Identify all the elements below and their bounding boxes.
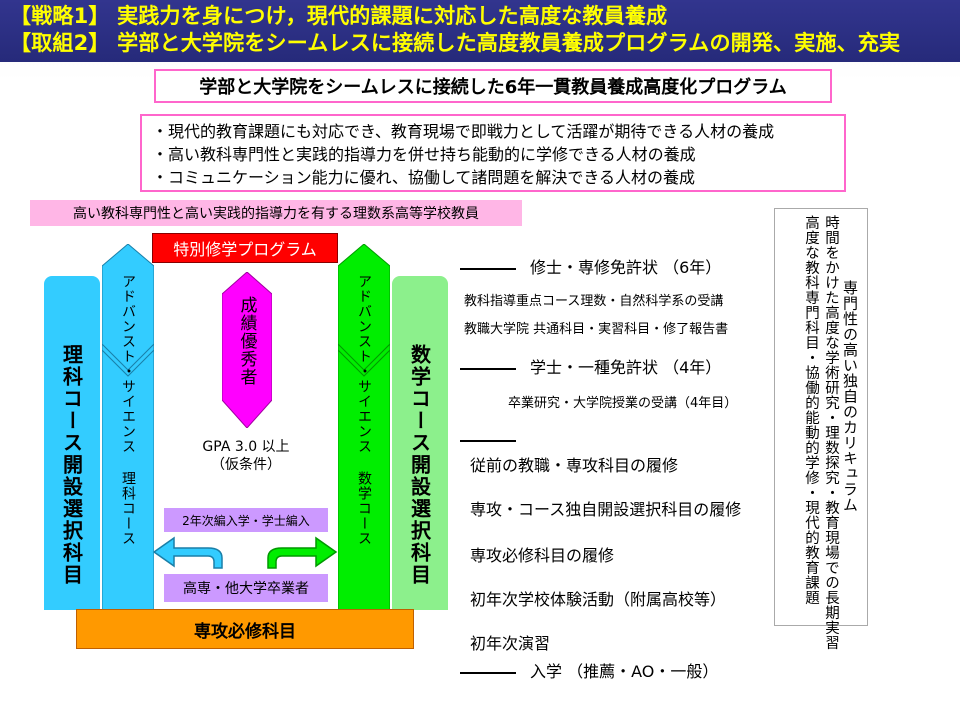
stage-bachelor: 学士・一種免許状 （4年） bbox=[460, 354, 721, 378]
curriculum-line-1: 時間をかけた高度な学術研究・理数探究・教育現場での長期実習 bbox=[823, 215, 839, 650]
timeline-dash bbox=[460, 267, 516, 270]
excellent-students-label: 成績優秀者 bbox=[236, 296, 257, 386]
stage-master-note-1: 教科指導重点コース理数・自然科学系の受講 bbox=[464, 294, 724, 309]
step-required-courses: 専攻必修科目の履修 bbox=[470, 546, 615, 565]
timeline-dash-row bbox=[460, 430, 530, 449]
curriculum-box: 時間をかけた高度な学術研究・理数探究・教育現場での長期実習 高度な教科専門科目・… bbox=[774, 208, 868, 650]
timeline-dash bbox=[460, 671, 516, 674]
advanced-science-label: アドバンスト・サイエンス 理科コース bbox=[120, 274, 136, 546]
stage-master-label: 修士・専修免許状 （6年） bbox=[530, 258, 722, 277]
goal-item: ・コミュニケーション能力に優れ、協働して諸問題を解決できる人材の養成 bbox=[152, 168, 696, 187]
math-course-column: 数学コース開設選択科目 bbox=[392, 276, 448, 610]
target-teacher-band: 高い教科専門性と高い実践的指導力を有する理数系高等学校教員 bbox=[30, 200, 522, 226]
step-school-experience: 初年次学校体験活動（附属高校等） bbox=[470, 590, 727, 609]
stage-master: 修士・専修免許状 （6年） bbox=[460, 254, 721, 278]
science-course-column: 理科コース開設選択科目 bbox=[44, 276, 100, 610]
science-course-label: 理科コース開設選択科目 bbox=[59, 344, 84, 586]
timeline-dash bbox=[460, 367, 516, 370]
excellent-students-arrow: 成績優秀者 bbox=[222, 272, 272, 428]
goal-item: ・高い教科専門性と実践的指導力を併せ持ち能動的に学修できる人材の養成 bbox=[152, 145, 696, 164]
stage-bachelor-label: 学士・一種免許状 （4年） bbox=[530, 358, 722, 377]
magenta-arrow-shape bbox=[222, 272, 272, 428]
special-program-box: 特別修学プログラム bbox=[152, 233, 338, 263]
goal-item: ・現代的教育課題にも対応でき、教育現場で即戦力として活躍が期待できる人材の養成 bbox=[152, 122, 775, 141]
graduates-transfer-box: 高専・他大学卒業者 bbox=[164, 574, 328, 602]
math-course-label: 数学コース開設選択科目 bbox=[407, 344, 432, 586]
curriculum-title: 専門性の高い独自のカリキュラム bbox=[841, 280, 859, 513]
advanced-science-arrow: アドバンスト・サイエンス 理科コース bbox=[102, 244, 154, 610]
gpa-condition: GPA 3.0 以上 （仮条件） bbox=[192, 438, 300, 474]
stage-bachelor-note: 卒業研究・大学院授業の受講（4年目） bbox=[508, 396, 738, 411]
stage-entry: 入学 （推薦・AO・一般） bbox=[460, 658, 718, 682]
stage-entry-label: 入学 （推薦・AO・一般） bbox=[530, 662, 719, 681]
slide-header: 【戦略1】 実践力を身につけ，現代的課題に対応した高度な教員養成 【取組2】 学… bbox=[0, 0, 960, 62]
up-arrow-shape bbox=[338, 244, 390, 610]
step-elective-courses: 専攻・コース独自開設選択科目の履修 bbox=[470, 500, 742, 519]
header-strategy: 【戦略1】 実践力を身につけ，現代的課題に対応した高度な教員養成 bbox=[10, 4, 668, 28]
stage-master-note-2: 教職大学院 共通科目・実習科目・修了報告書 bbox=[464, 322, 729, 337]
goals-box: ・現代的教育課題にも対応でき、教育現場で即戦力として活躍が期待できる人材の養成 … bbox=[140, 114, 846, 192]
program-title: 学部と大学院をシームレスに接続した6年一貫教員養成高度化プログラム bbox=[154, 69, 832, 103]
up-arrow-shape bbox=[102, 244, 154, 610]
step-legacy-courses: 従前の教職・専攻科目の履修 bbox=[470, 456, 679, 475]
required-subjects-bar: 専攻必修科目 bbox=[76, 609, 414, 649]
gpa-provisional: （仮条件） bbox=[211, 457, 281, 473]
step-first-year-seminar: 初年次演習 bbox=[470, 634, 551, 653]
timeline-dash bbox=[460, 439, 516, 442]
header-initiative: 【取組2】 学部と大学院をシームレスに接続した高度教員養成プログラムの開発、実施… bbox=[10, 31, 901, 55]
right-curved-arrow-icon bbox=[267, 536, 338, 569]
second-year-transfer-box: 2年次編入学・学士編入 bbox=[164, 508, 328, 532]
advanced-math-label: アドバンスト・サイエンス 数学コース bbox=[356, 274, 372, 546]
left-curved-arrow-icon bbox=[152, 536, 223, 569]
gpa-line: GPA 3.0 以上 bbox=[202, 439, 290, 455]
advanced-math-arrow: アドバンスト・サイエンス 数学コース bbox=[338, 244, 390, 610]
curriculum-line-2: 高度な教科専門科目・協働的能動的学修・現代的教育課題 bbox=[803, 215, 819, 605]
